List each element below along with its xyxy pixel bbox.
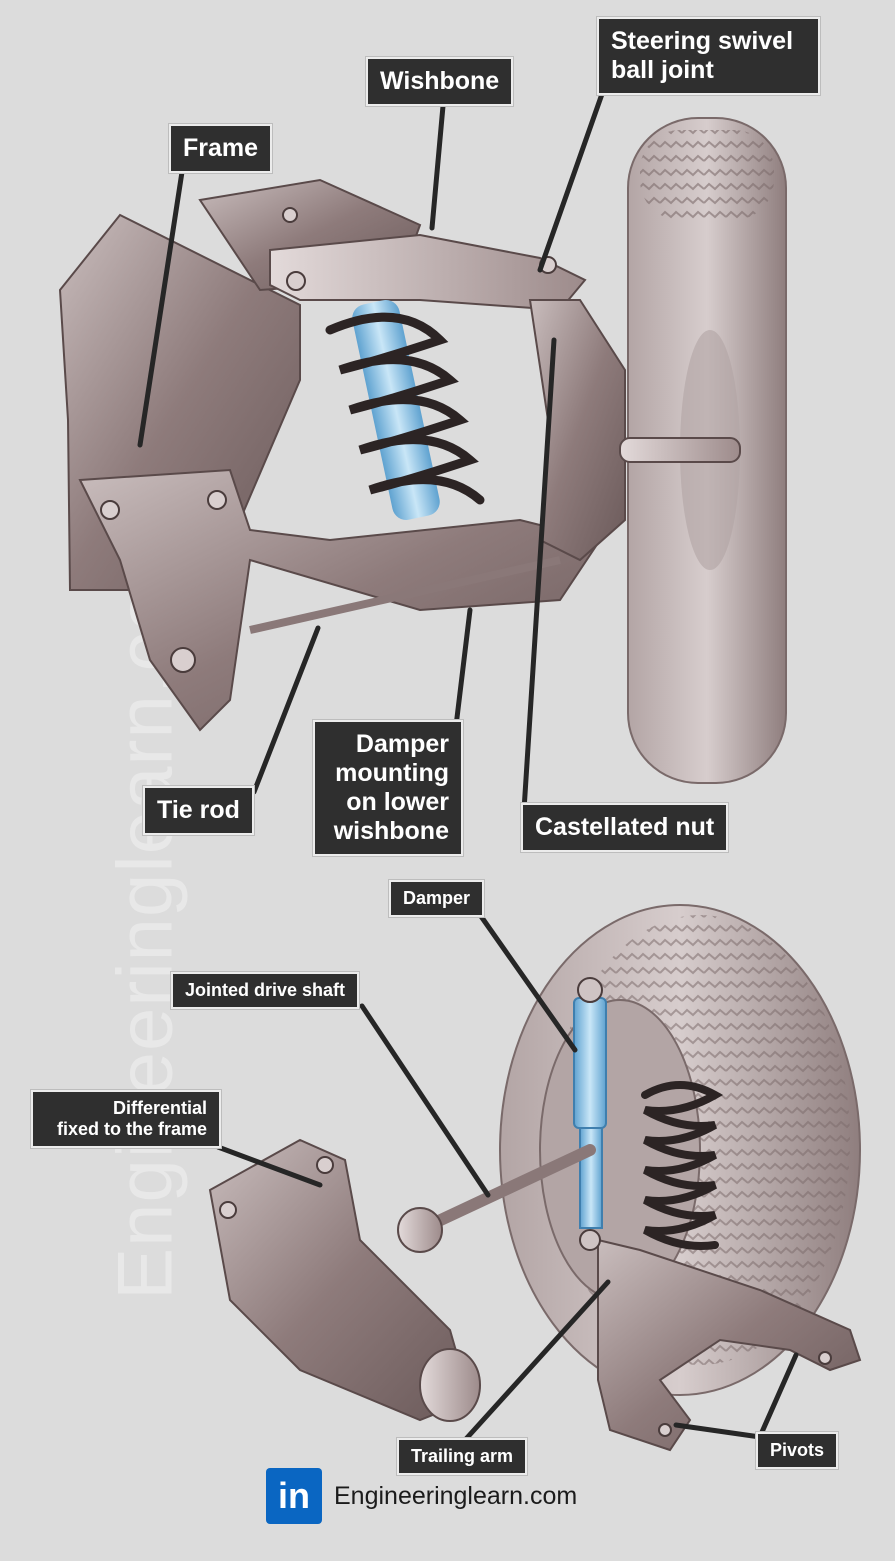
label-damper-mount-line1: Damper bbox=[355, 730, 449, 758]
leader-drive-shaft bbox=[359, 1003, 491, 1198]
label-pivots: Pivots bbox=[756, 1432, 839, 1469]
trailing-arm-illustration bbox=[597, 1238, 862, 1452]
label-differential-line1: Differential bbox=[112, 1098, 207, 1118]
label-steering-swivel-ball-joint: Steering swivel ball joint bbox=[597, 17, 820, 95]
tie-rod-illustration bbox=[249, 556, 561, 634]
leader-tie-rod bbox=[251, 625, 321, 795]
rear-coil-spring bbox=[641, 1081, 724, 1250]
leader-pivot-2 bbox=[759, 1352, 799, 1435]
upper-wishbone-illustration bbox=[269, 233, 587, 312]
label-tie-rod: Tie rod bbox=[143, 786, 254, 835]
label-frame: Frame bbox=[169, 124, 273, 173]
front-suspension-illustration bbox=[58, 117, 787, 784]
leader-frame bbox=[137, 169, 185, 448]
leader-castellated-nut bbox=[521, 337, 557, 813]
label-damper-mount-line3: on lower bbox=[346, 788, 449, 816]
drive-shaft-illustration bbox=[424, 1144, 596, 1231]
leader-damper-mount bbox=[453, 607, 473, 729]
label-jointed-drive-shaft: Jointed drive shaft bbox=[171, 972, 360, 1009]
coil-spring-damper bbox=[325, 300, 485, 520]
footer: in Engineeringlearn.com bbox=[266, 1468, 577, 1524]
leader-wishbone bbox=[429, 103, 446, 231]
linkedin-icon[interactable]: in bbox=[266, 1468, 322, 1524]
leader-pivot-1 bbox=[673, 1422, 763, 1440]
site-name: Engineeringlearn.com bbox=[334, 1481, 578, 1510]
label-trailing-arm: Trailing arm bbox=[397, 1438, 528, 1475]
label-damper-mount-line2: mounting bbox=[335, 759, 449, 787]
label-steering-swivel-line1: Steering swivel bbox=[611, 27, 794, 55]
label-differential-line2: fixed to the frame bbox=[56, 1119, 207, 1139]
leader-damper bbox=[475, 909, 578, 1053]
leader-lines bbox=[137, 91, 799, 1443]
label-damper-mount-line4: wishbone bbox=[333, 817, 449, 845]
leader-differential bbox=[215, 1144, 323, 1188]
lower-wishbone bbox=[78, 468, 602, 732]
leader-trailing-arm bbox=[462, 1279, 611, 1443]
leader-steering-swivel bbox=[537, 91, 605, 273]
label-castellated-nut: Castellated nut bbox=[521, 803, 729, 852]
label-damper: Damper bbox=[389, 880, 485, 917]
label-differential: Differential fixed to the frame bbox=[31, 1090, 221, 1148]
label-wishbone: Wishbone bbox=[366, 57, 514, 106]
rear-suspension-illustration bbox=[208, 904, 862, 1452]
label-damper-mounting: Damper mounting on lower wishbone bbox=[313, 720, 463, 856]
label-steering-swivel-line2: ball joint bbox=[611, 56, 714, 84]
